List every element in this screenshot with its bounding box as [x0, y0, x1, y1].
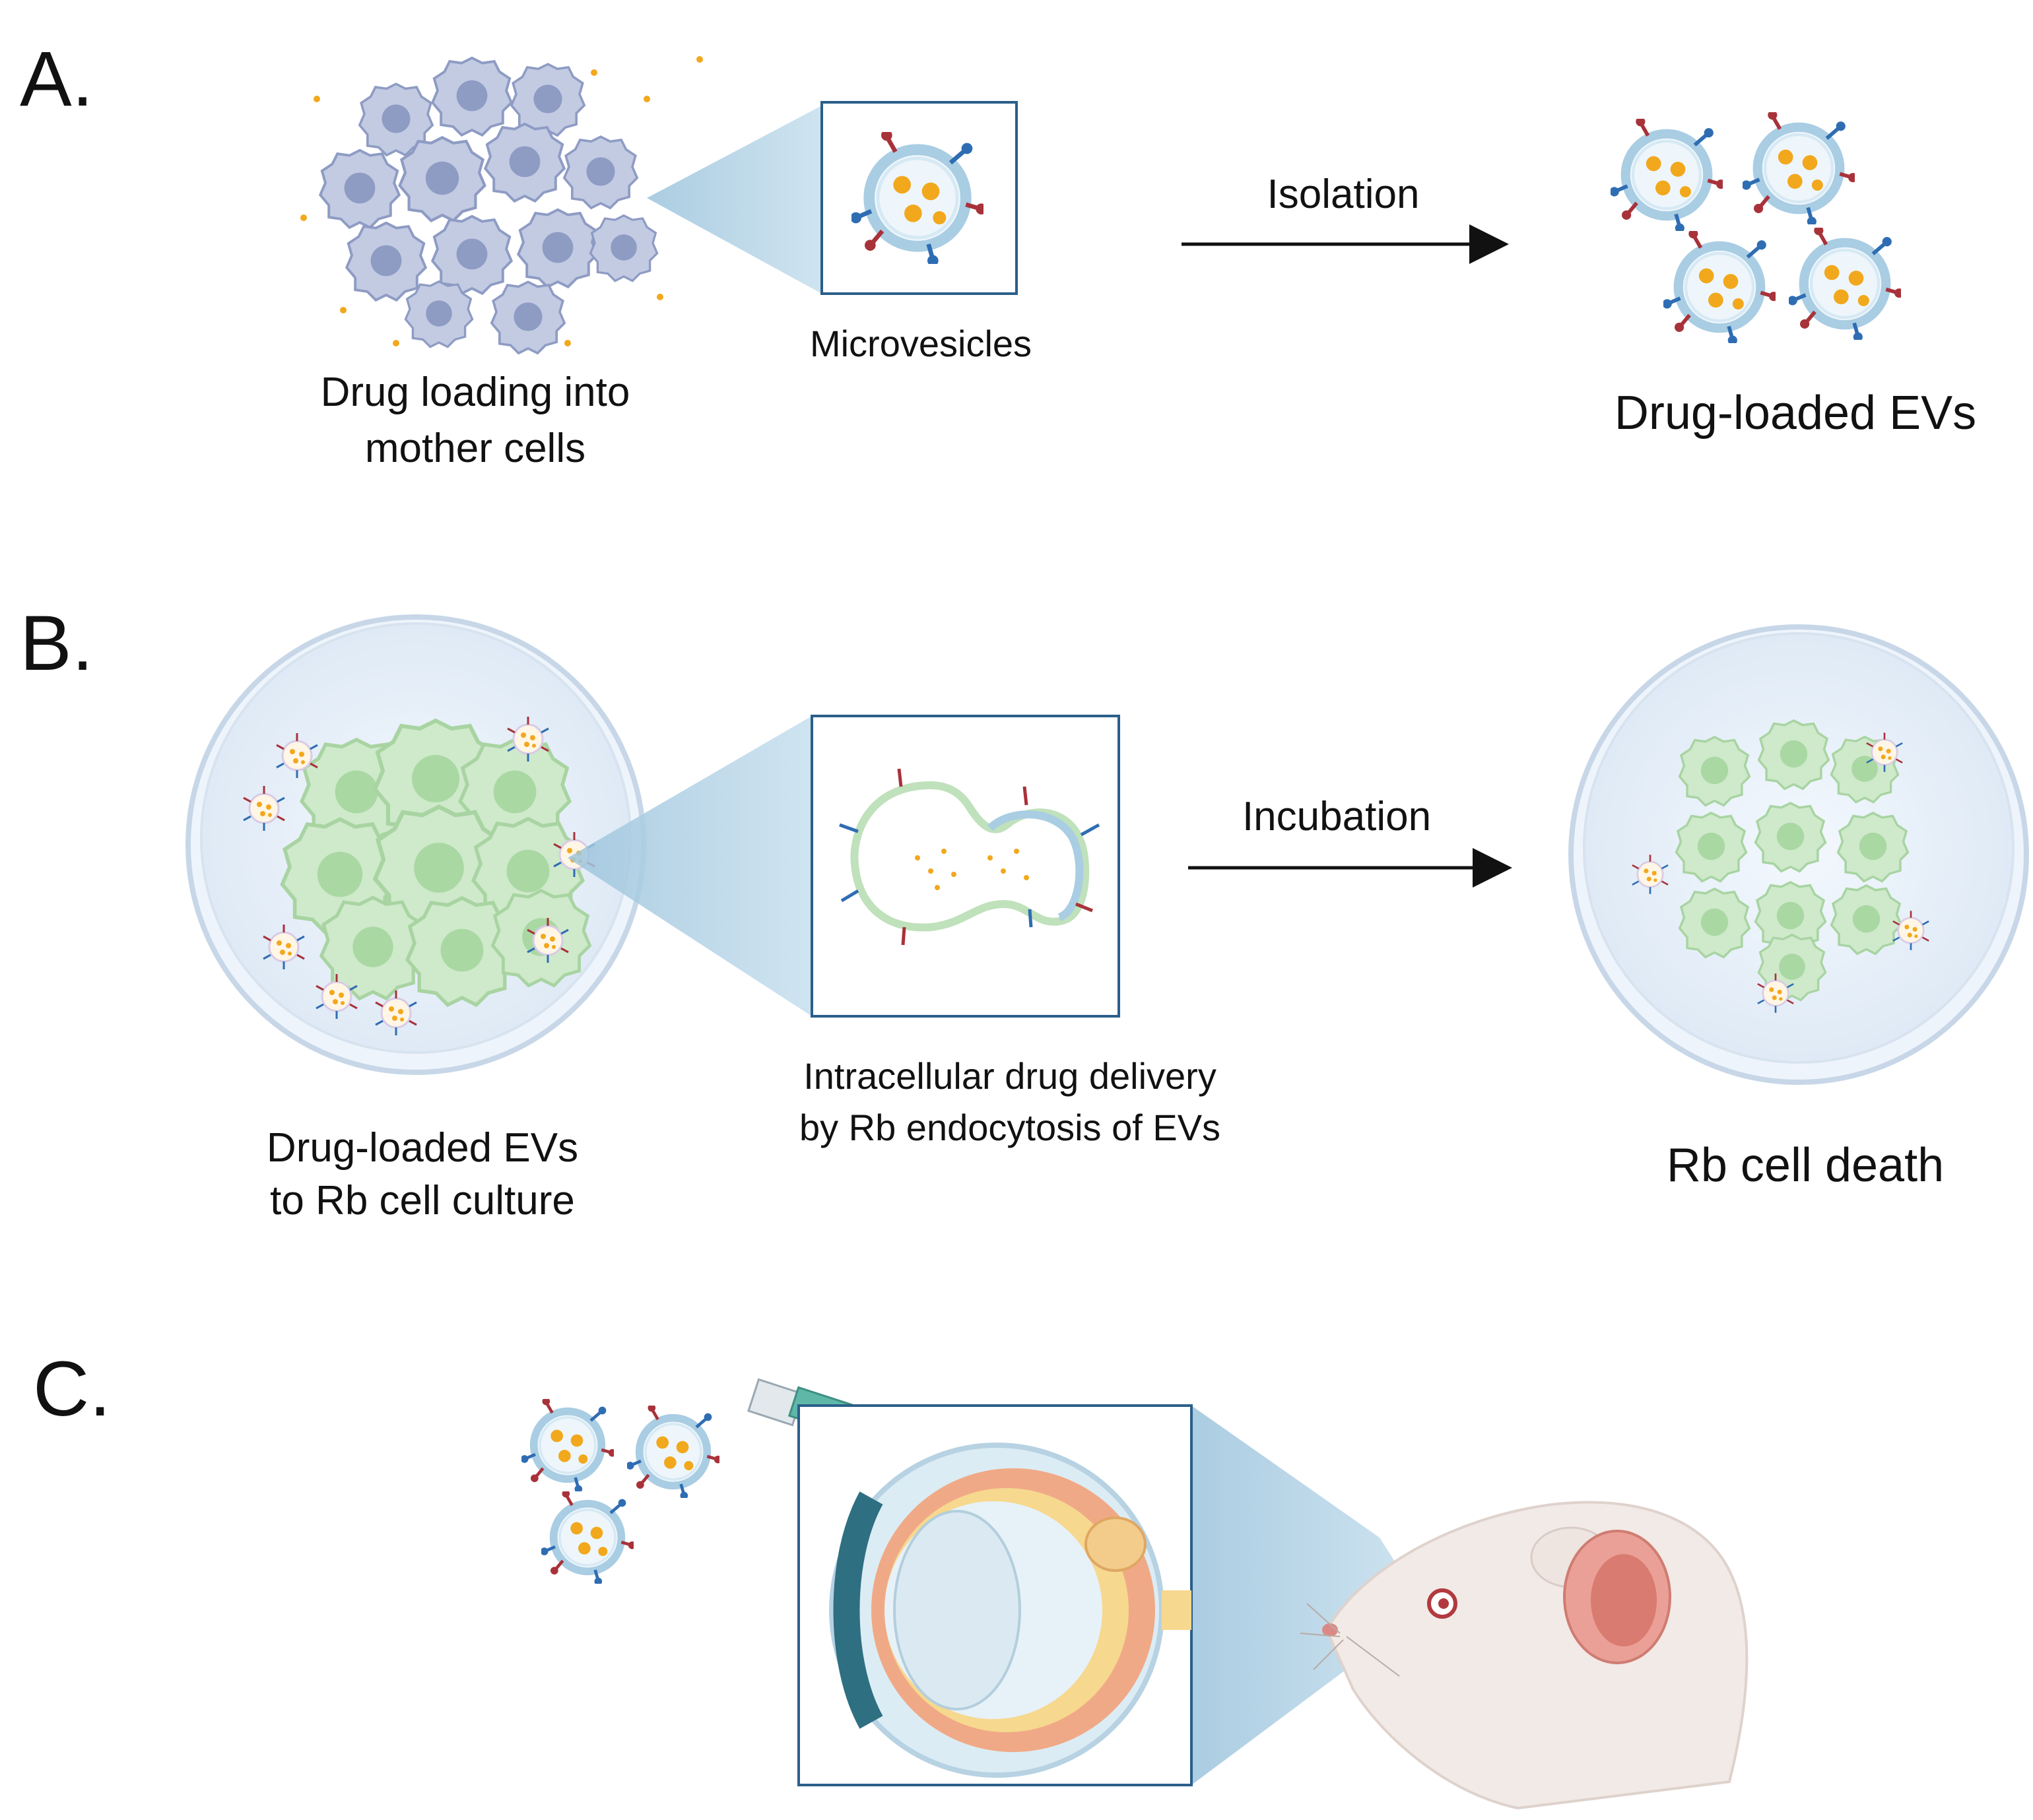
isolation-label: Isolation — [1267, 172, 1420, 217]
mother-cells-cluster — [300, 56, 703, 355]
endocytosis-caption-line1: Intracellular drug delivery — [803, 1055, 1216, 1097]
panel-c-label: C. — [33, 1346, 111, 1433]
endocytosis-illustration — [839, 768, 1100, 946]
endocytosis-caption-line2: by Rb endocytosis of EVs — [799, 1107, 1220, 1148]
incubation-label: Incubation — [1242, 794, 1431, 839]
panel-a-label: A. — [20, 36, 94, 123]
zoom-wedge-a — [647, 106, 822, 294]
drug-loaded-evs-caption: Drug-loaded EVs — [1615, 387, 1976, 439]
dish-caption-line1: Drug-loaded EVs — [267, 1125, 578, 1171]
panel-c: C. — [33, 1346, 1749, 1810]
drug-loaded-evs-group — [1610, 110, 1904, 345]
mouse-illustration — [1300, 1501, 1749, 1810]
zoom-wedge-c — [1191, 1406, 1426, 1785]
mother-cells-caption-line2: mother cells — [365, 426, 585, 471]
rb-cell-death-caption: Rb cell death — [1667, 1139, 1944, 1192]
panel-b-label: B. — [20, 600, 94, 687]
microvesicles-caption: Microvesicles — [810, 323, 1032, 364]
eye-cross-section — [829, 1443, 1191, 1778]
dish-caption-line2: to Rb cell culture — [270, 1178, 575, 1223]
rb-death-dish — [1568, 624, 2029, 1085]
panel-a: A. Microvesicl — [20, 36, 1976, 471]
zoom-wedge-b — [568, 716, 812, 1016]
panel-b: B. — [20, 600, 2029, 1223]
rb-culture-dish — [185, 614, 646, 1075]
mother-cells-caption-line1: Drug loading into — [321, 370, 630, 415]
drug-loaded-evs-c — [521, 1398, 722, 1586]
